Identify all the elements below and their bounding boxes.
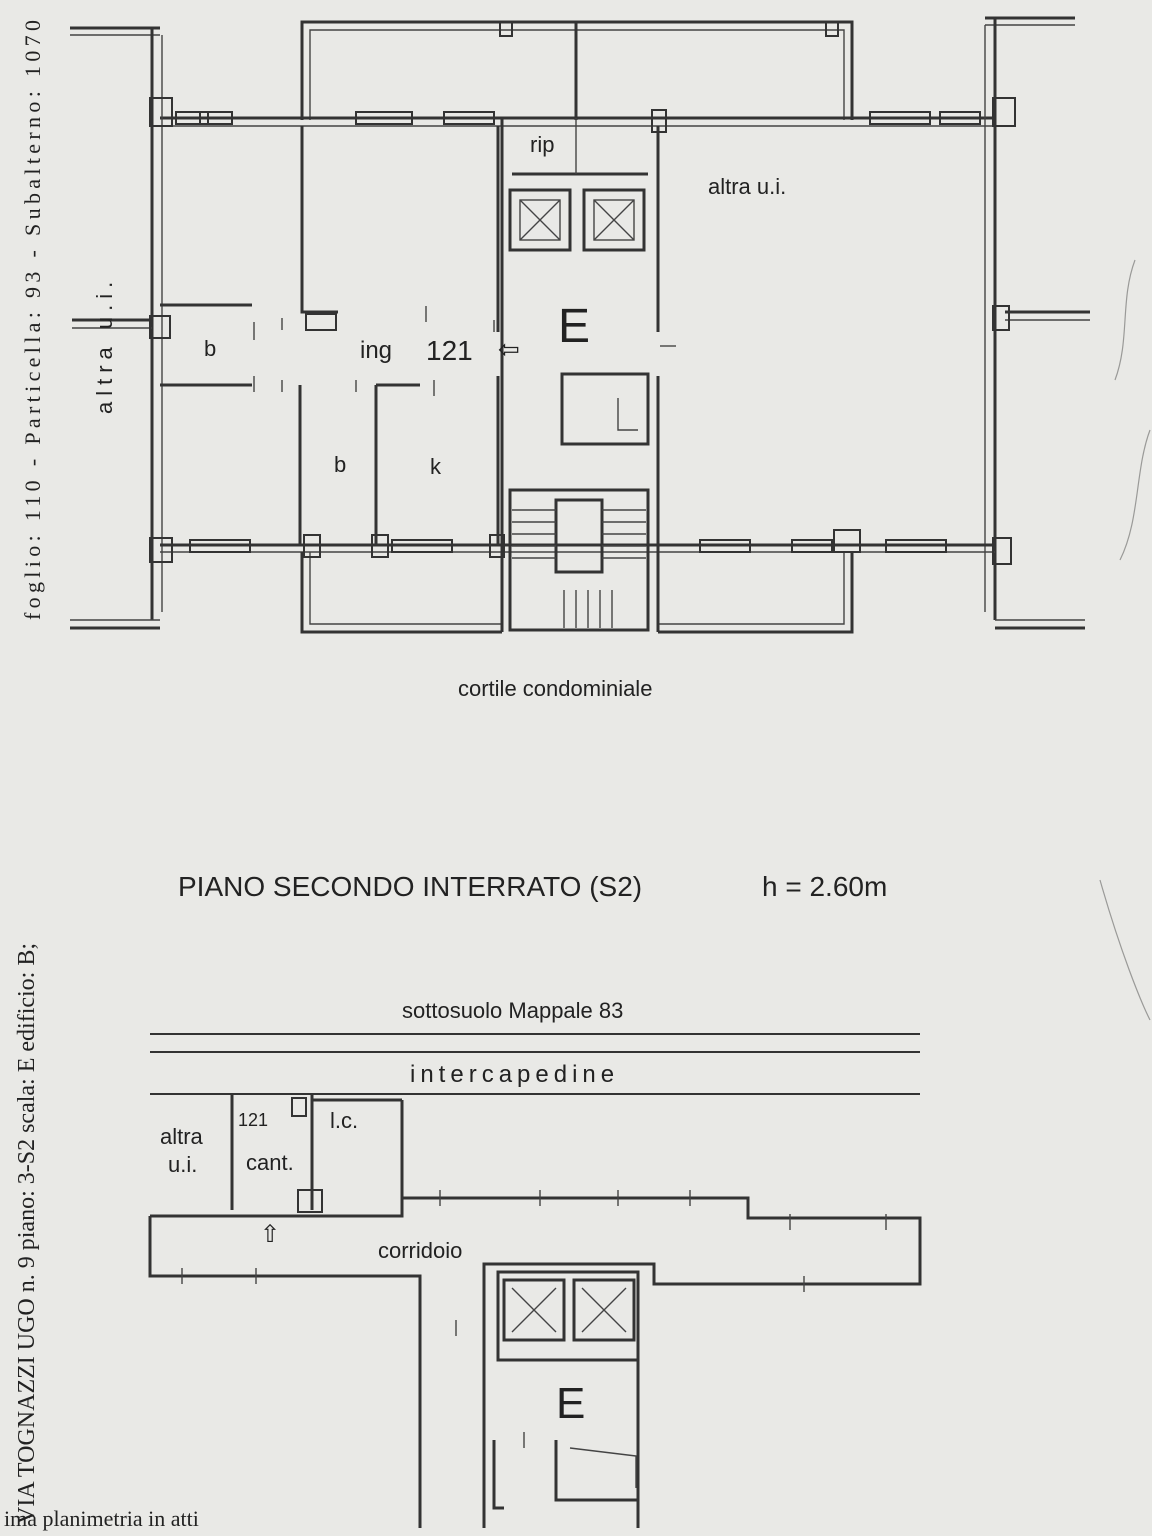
label-altra: altra bbox=[160, 1124, 204, 1149]
entrance-arrow-icon: ⇦ bbox=[498, 334, 520, 364]
label-cant: cant. bbox=[246, 1150, 294, 1175]
label-corridoio: corridoio bbox=[378, 1238, 462, 1263]
upper-stair-label: E bbox=[558, 300, 590, 353]
label-courtyard: cortile condominiale bbox=[458, 676, 652, 701]
label-unit-number-lower: 121 bbox=[238, 1110, 268, 1130]
height-label: h = 2.60m bbox=[762, 871, 887, 902]
label-unit-number-upper: 121 bbox=[426, 335, 473, 366]
label-ui: u.i. bbox=[168, 1152, 197, 1177]
label-lc: l.c. bbox=[330, 1108, 358, 1133]
label-altra-ui-left: altra u.i. bbox=[92, 276, 117, 414]
upper-plan-interior bbox=[160, 118, 676, 632]
label-sottosuolo: sottosuolo Mappale 83 bbox=[402, 998, 623, 1023]
bottom-note: ima planimetria in atti bbox=[4, 1506, 199, 1531]
lower-plan-walls bbox=[148, 1033, 922, 1528]
label-altra-ui-right: altra u.i. bbox=[708, 174, 786, 199]
section-title: PIANO SECONDO INTERRATO (S2) bbox=[178, 871, 642, 902]
label-k: k bbox=[430, 454, 442, 479]
side-cadastral-text: foglio: 110 - Particella: 93 - Subaltern… bbox=[20, 20, 45, 620]
upper-plan-walls bbox=[70, 16, 1090, 634]
label-b-center: b bbox=[334, 452, 346, 477]
lower-stair-label: E bbox=[556, 1379, 585, 1428]
label-intercapedine: intercapedine bbox=[410, 1061, 619, 1088]
side-address-text: VIA TOGNAZZI UGO n. 9 piano: 3-S2 scala:… bbox=[14, 943, 40, 1524]
label-b-left: b bbox=[204, 336, 216, 361]
background-scribbles bbox=[1099, 259, 1151, 1021]
label-ing: ing bbox=[360, 337, 392, 364]
entrance-arrow-up-icon: ⇧ bbox=[260, 1221, 280, 1248]
label-rip: rip bbox=[530, 132, 554, 157]
